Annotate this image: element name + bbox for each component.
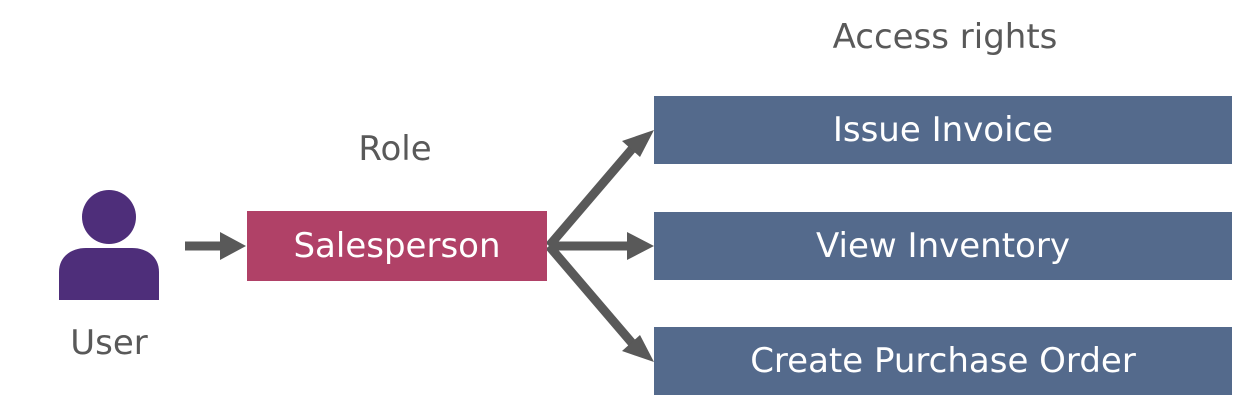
role-box-salesperson: Salesperson <box>247 211 547 281</box>
access-right-label: View Inventory <box>816 226 1070 266</box>
arrow-role-to-create-purchase-order <box>545 243 654 362</box>
arrow-user-to-role <box>185 232 246 260</box>
role-heading: Role <box>358 129 432 169</box>
access-right-label: Create Purchase Order <box>750 341 1136 381</box>
access-right-create-purchase-order: Create Purchase Order <box>654 327 1232 395</box>
role-box-label: Salesperson <box>293 226 501 266</box>
access-right-label: Issue Invoice <box>832 110 1054 150</box>
access-right-issue-invoice: Issue Invoice <box>654 96 1232 164</box>
arrow-role-to-issue-invoice <box>545 130 654 249</box>
arrow-role-to-view-inventory <box>549 232 654 260</box>
access-rights-heading: Access rights <box>832 17 1058 57</box>
user-icon <box>59 190 159 300</box>
access-right-view-inventory: View Inventory <box>654 212 1232 280</box>
user-label: User <box>70 323 148 363</box>
